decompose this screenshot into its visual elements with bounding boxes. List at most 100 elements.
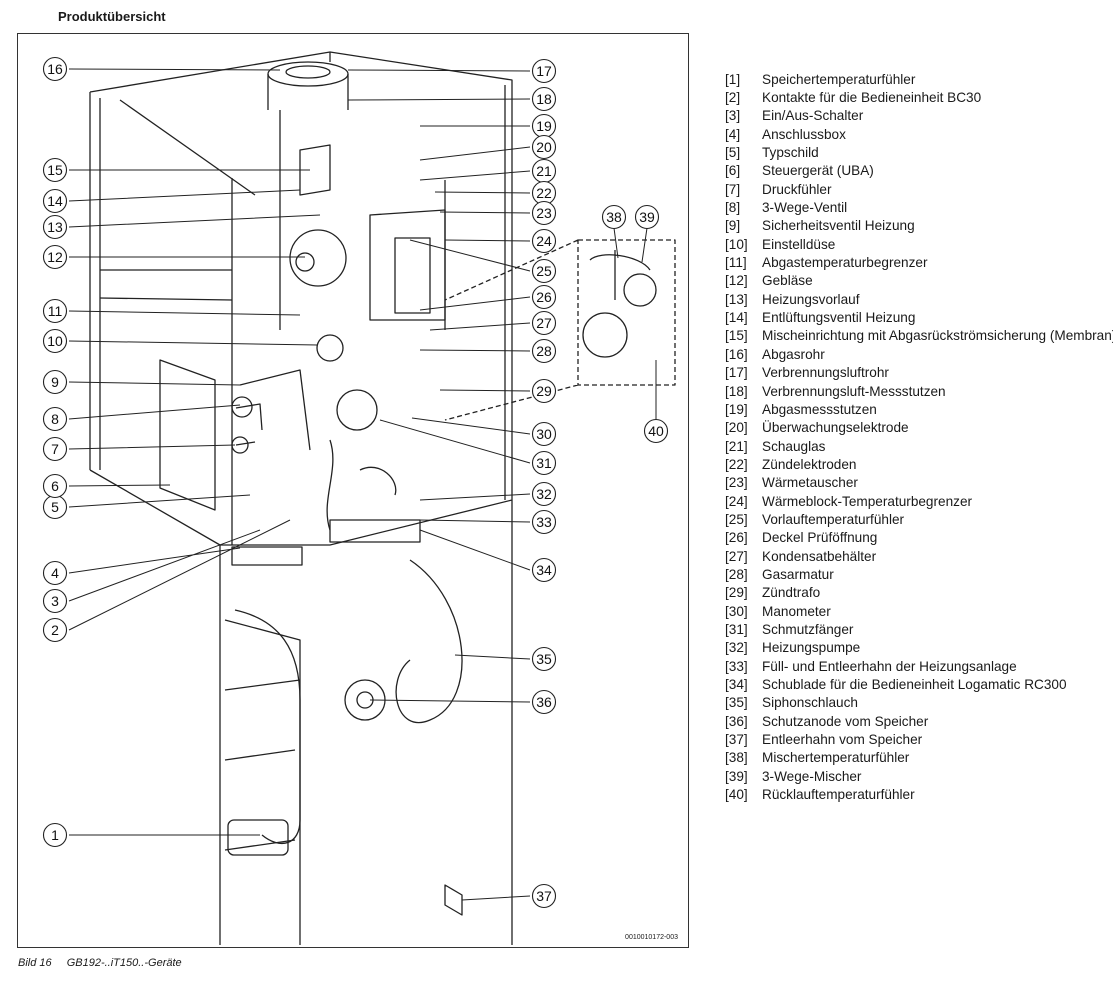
legend-label: Typschild [762, 145, 819, 161]
callout-23: 23 [531, 200, 557, 226]
callout-24: 24 [531, 228, 557, 254]
legend-item: [33]Füll- und Entleerhahn der Heizungsan… [725, 657, 1113, 675]
legend-number: [6] [725, 163, 741, 179]
legend-item: [15]Mischeinrichtung mit Abgasrückströms… [725, 327, 1113, 345]
callout-number: 26 [536, 289, 552, 305]
callout-number: 12 [47, 249, 63, 265]
legend-number: [16] [725, 346, 748, 362]
callout-31: 31 [531, 450, 557, 476]
cabinet-inner-frame [99, 52, 506, 545]
legend-item: [26]Deckel Prüföffnung [725, 529, 1113, 547]
callout-28: 28 [531, 338, 557, 364]
legend-number: [33] [725, 658, 748, 674]
legend-number: [30] [725, 603, 748, 619]
legend-item: [27]Kondensatbehälter [725, 547, 1113, 565]
callout-number: 36 [536, 694, 552, 710]
callout-number: 10 [47, 333, 63, 349]
callout-9: 9 [42, 369, 68, 395]
figure-frame: 0010010172-003 [17, 33, 689, 948]
legend-item: [40]Rücklauftemperaturfühler [725, 785, 1113, 803]
callout-number: 29 [536, 383, 552, 399]
legend-item: [36]Schutzanode vom Speicher [725, 712, 1113, 730]
callout-35: 35 [531, 646, 557, 672]
callout-22: 22 [531, 180, 557, 206]
legend-item: [22]Zündelektroden [725, 455, 1113, 473]
legend-number: [2] [725, 90, 741, 106]
legend-item: [20]Überwachungselektrode [725, 419, 1113, 437]
legend-item: [38]Mischertemperaturfühler [725, 749, 1113, 767]
callout-number: 24 [536, 233, 552, 249]
callout-10: 10 [42, 328, 68, 354]
callout-number: 22 [536, 185, 552, 201]
legend-number: [35] [725, 695, 748, 711]
callout-21: 21 [531, 158, 557, 184]
legend-number: [19] [725, 401, 748, 417]
callout-7: 7 [42, 436, 68, 462]
callout-number: 13 [47, 219, 63, 235]
callout-6: 6 [42, 473, 68, 499]
legend-label: Zündtrafo [762, 585, 821, 601]
legend-label: Rücklauftemperaturfühler [762, 787, 915, 803]
legend-label: Sicherheitsventil Heizung [762, 218, 915, 234]
legend-label: Mischeinrichtung mit Abgasrückströmsiche… [762, 328, 1113, 344]
legend-number: [28] [725, 566, 748, 582]
siphon-hose [395, 559, 463, 724]
legend-label: Deckel Prüföffnung [762, 530, 878, 546]
legend-number: [13] [725, 291, 748, 307]
legend-number: [38] [725, 750, 748, 766]
legend-number: [7] [725, 181, 741, 197]
legend-item: [24] Wärmeblock-Temperaturbegrenzer [725, 492, 1113, 510]
callout-number: 21 [536, 163, 552, 179]
legend-label: Abgasrohr [762, 346, 825, 362]
legend-item: [29]Zündtrafo [725, 584, 1113, 602]
legend-number: [21] [725, 438, 748, 454]
legend-label: Einstelldüse [762, 236, 836, 252]
callout-number: 2 [51, 622, 59, 638]
legend-item: [13]Heizungsvorlauf [725, 290, 1113, 308]
callout-19: 19 [531, 113, 557, 139]
callout-number: 15 [47, 162, 63, 178]
legend-number: [8] [725, 200, 741, 216]
legend-item: [28]Gasarmatur [725, 565, 1113, 583]
callout-27: 27 [531, 310, 557, 336]
legend-item: [5]Typschild [725, 143, 1113, 161]
legend-item: [30] Manometer [725, 602, 1113, 620]
legend-item: [35]Siphonschlauch [725, 694, 1113, 712]
callout-number: 37 [536, 888, 552, 904]
legend-label: 3-Wege-Ventil [762, 200, 848, 216]
legend-item: [31]Schmutzfänger [725, 620, 1113, 638]
legend-item: [18]Verbrennungsluft-Messstutzen [725, 382, 1113, 400]
legend-item: [1]Speichertemperaturfühler [725, 70, 1113, 88]
callout-14: 14 [42, 188, 68, 214]
legend-number: [10] [725, 236, 748, 252]
callout-32: 32 [531, 481, 557, 507]
callout-number: 6 [51, 478, 59, 494]
callout-number: 27 [536, 315, 552, 331]
legend-label: Kontakte für die Bedieneinheit BC30 [762, 90, 982, 106]
legend-label: Abgastemperaturbegrenzer [762, 255, 928, 271]
callout-18: 18 [531, 86, 557, 112]
legend-number: [25] [725, 511, 748, 527]
legend-number: [36] [725, 713, 748, 729]
legend-label: Manometer [762, 603, 831, 619]
callout-36: 36 [531, 689, 557, 715]
legend-item: [6] Steuergerät (UBA) [725, 162, 1113, 180]
legend-item: [9]Sicherheitsventil Heizung [725, 217, 1113, 235]
drawing-id: 0010010172-003 [625, 934, 678, 941]
legend-number: [37] [725, 732, 748, 748]
callout-11: 11 [42, 298, 68, 324]
callout-number: 8 [51, 411, 59, 427]
legend-label: 3-Wege-Mischer [762, 768, 862, 784]
legend-item: [17]Verbrennungsluftrohr [725, 364, 1113, 382]
legend-number: [24] [725, 493, 748, 509]
callout-number: 5 [51, 499, 59, 515]
callout-number: 4 [51, 565, 59, 581]
callout-number: 9 [51, 374, 59, 390]
legend-number: [27] [725, 548, 748, 564]
legend-label: Wärmeblock-Temperaturbegrenzer [762, 493, 973, 509]
legend-item: [7]Druckfühler [725, 180, 1113, 198]
legend-list: [1]Speichertemperaturfühler [2] Kontakte f… [725, 70, 1113, 804]
legend-label: Steuergerät (UBA) [762, 163, 874, 179]
detail-inset [444, 239, 676, 421]
